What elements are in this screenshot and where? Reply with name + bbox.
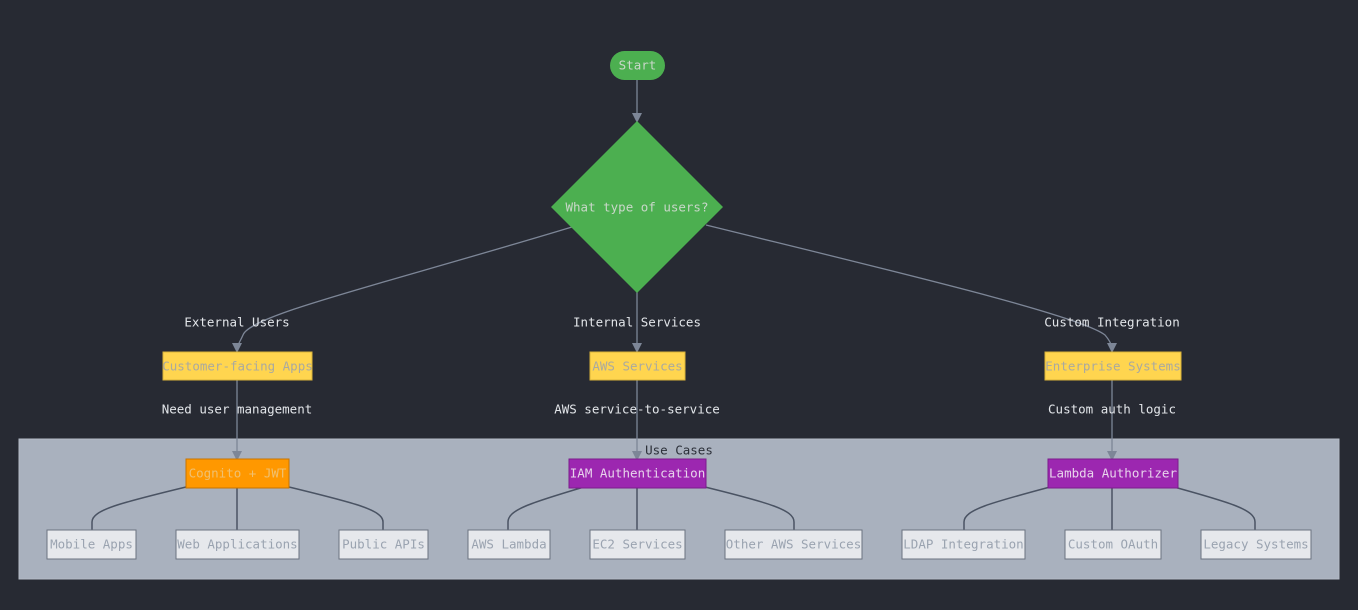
edge-label-external-users: External Users bbox=[184, 315, 289, 330]
other-aws-services-label: Other AWS Services bbox=[726, 537, 861, 552]
cognito-jwt-node bbox=[185, 458, 290, 489]
customer-apps-node bbox=[162, 351, 313, 381]
edges bbox=[232, 80, 1117, 461]
ec2-services-node bbox=[589, 529, 686, 560]
mobile-apps-node bbox=[46, 529, 137, 560]
iam-authentication-label: IAM Authentication bbox=[570, 466, 705, 481]
lambda-authorizer-label: Lambda Authorizer bbox=[1049, 466, 1177, 481]
web-applications-label: Web Applications bbox=[177, 537, 297, 552]
start-node bbox=[610, 51, 665, 80]
public-apis-node bbox=[338, 529, 429, 560]
start-node-label: Start bbox=[619, 58, 657, 73]
legacy-systems-node bbox=[1200, 529, 1312, 560]
legacy-systems-label: Legacy Systems bbox=[1203, 537, 1308, 552]
decision-node bbox=[551, 121, 723, 293]
edge-label-aws-service-to-service: AWS service-to-service bbox=[554, 402, 720, 417]
edge-decision-customer bbox=[232, 226, 573, 353]
ldap-integration-label: LDAP Integration bbox=[903, 537, 1023, 552]
aws-lambda-node bbox=[467, 529, 551, 560]
enterprise-systems-label: Enterprise Systems bbox=[1045, 359, 1180, 374]
mobile-apps-label: Mobile Apps bbox=[50, 537, 133, 552]
edge-label-custom-auth-logic: Custom auth logic bbox=[1048, 402, 1176, 417]
public-apis-label: Public APIs bbox=[342, 537, 425, 552]
edge-label-internal-services: Internal Services bbox=[573, 315, 701, 330]
aws-lambda-label: AWS Lambda bbox=[471, 537, 546, 552]
ec2-services-label: EC2 Services bbox=[592, 537, 682, 552]
enterprise-systems-node bbox=[1044, 351, 1182, 381]
leaf-nodes: Mobile Apps Web Applications Public APIs… bbox=[46, 529, 1312, 560]
ldap-integration-node bbox=[901, 529, 1026, 560]
custom-oauth-node bbox=[1064, 529, 1162, 560]
cognito-jwt-label: Cognito + JWT bbox=[189, 466, 287, 481]
custom-oauth-label: Custom OAuth bbox=[1068, 537, 1158, 552]
lambda-authorizer-node bbox=[1047, 458, 1179, 489]
customer-apps-label: Customer-facing Apps bbox=[162, 359, 313, 374]
iam-authentication-node bbox=[568, 458, 707, 489]
edge-label-custom-integration: Custom Integration bbox=[1044, 315, 1179, 330]
use-cases-cluster-title: Use Cases bbox=[645, 443, 713, 458]
web-applications-node bbox=[175, 529, 300, 560]
edge-decision-enterprise bbox=[705, 224, 1117, 353]
leaf-connectors bbox=[91, 486, 1256, 530]
decision-node-label: What type of users? bbox=[566, 200, 709, 215]
other-aws-services-node bbox=[724, 529, 863, 560]
aws-services-node bbox=[589, 351, 686, 381]
edge-label-need-user-management: Need user management bbox=[162, 402, 313, 417]
aws-services-label: AWS Services bbox=[592, 359, 682, 374]
